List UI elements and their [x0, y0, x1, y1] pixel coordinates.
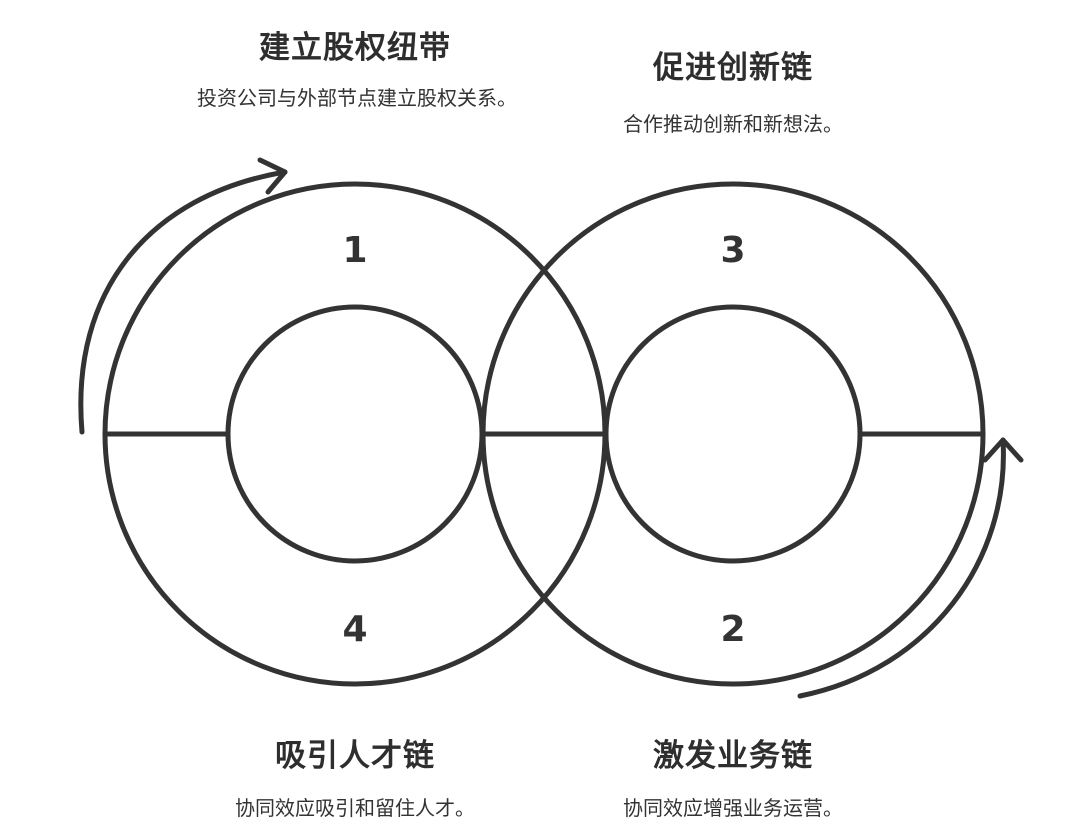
step-4-title: 吸引人才链 — [275, 738, 435, 774]
step-number-1: 1 — [342, 230, 367, 271]
step-1-title: 建立股权纽带 — [259, 30, 451, 66]
left-inner-circle — [225, 304, 485, 564]
curved-arrow-icon — [797, 437, 1024, 699]
step-4-description: 协同效应吸引和留住人才。 — [235, 796, 475, 820]
step-number-4: 4 — [342, 609, 367, 650]
step-2-title: 激发业务链 — [653, 738, 813, 774]
step-2-description: 协同效应增强业务运营。 — [623, 796, 843, 820]
step-1-description: 投资公司与外部节点建立股权关系。 — [197, 86, 517, 110]
step-3-description: 合作推动创新和新想法。 — [623, 112, 843, 136]
right-inner-circle — [603, 304, 863, 564]
curved-arrow-icon — [78, 157, 288, 435]
step-3-title: 促进创新链 — [653, 50, 813, 86]
step-number-3: 3 — [720, 230, 745, 271]
step-number-2: 2 — [720, 609, 745, 650]
